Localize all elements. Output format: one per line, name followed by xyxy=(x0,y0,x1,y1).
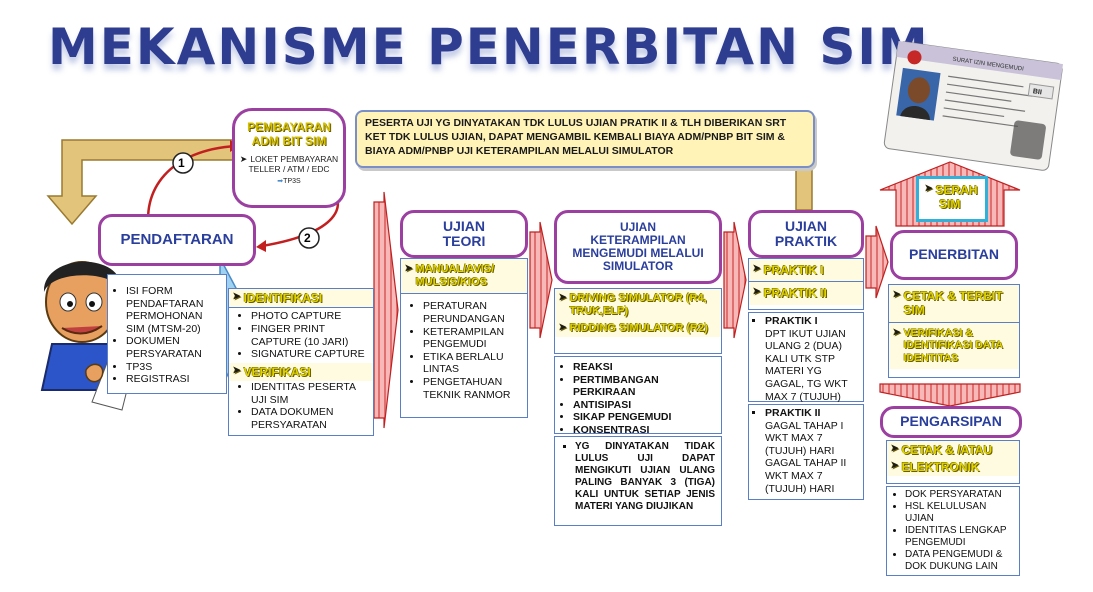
praktik-option-1: PRAKTIK I xyxy=(763,263,824,277)
list-item: PHOTO CAPTURE xyxy=(251,310,373,323)
penerbitan-title: PENERBITAN xyxy=(890,230,1018,280)
simulator-title-3: MENGEMUDI MELALUI xyxy=(572,246,704,260)
list-item: REAKSI xyxy=(573,361,717,374)
flow-arrow-4 xyxy=(865,225,889,299)
praktik-2-text: GAGAL TAHAP I WKT MAX 7 (TUJUH) HARI GAG… xyxy=(765,419,847,495)
teori-title-1: UJIAN xyxy=(442,217,485,234)
license-card-image: SURAT IZIN MENGEMUDI BII xyxy=(883,40,1063,171)
praktik-2-box: PRAKTIK II GAGAL TAHAP I WKT MAX 7 (TUJU… xyxy=(748,404,864,500)
payment-tag: TP3S xyxy=(283,177,301,185)
pengarsipan-title: PENGARSIPAN xyxy=(880,406,1022,438)
simulator-title-2: KETERAMPILAN xyxy=(590,232,686,247)
list-item: ANTISIPASI xyxy=(573,399,717,412)
serah-sim-box: ➤SERAH SIM xyxy=(916,176,988,222)
list-item: IDENTITAS LENGKAP PENGEMUDI xyxy=(905,525,1015,549)
teori-title-2: TEORI xyxy=(442,233,486,249)
page-title: MEKANISME PENERBITAN SIM xyxy=(48,18,930,76)
praktik-options: ➤PRAKTIK I ➤PRAKTIK II xyxy=(748,258,864,310)
simulator-note-text: YG DINYATAKAN TIDAK LULUS UJI DAPAT MENG… xyxy=(575,441,715,513)
step-label-1: 1 xyxy=(178,156,185,170)
praktik-1-head: PRAKTIK I xyxy=(765,315,859,328)
list-item: REGISTRASI xyxy=(126,373,222,386)
person-illustration xyxy=(40,261,135,411)
payment-title-2: ADM BIT SIM xyxy=(251,133,327,148)
praktik-title-1: UJIAN xyxy=(784,217,827,234)
flow-arrow-1 xyxy=(373,191,399,429)
simulator-title-4: SIMULATOR xyxy=(602,259,674,274)
list-item: DATA PENGEMUDI & DOK DUKUNG LAIN xyxy=(905,549,1015,573)
teori-box: ➤MANUAL/AVIS/ MULSIS/KIOS PERATURAN PERU… xyxy=(400,258,528,418)
simulator-items: REAKSI PERTIMBANGAN PERKIRAAN ANTISIPASI… xyxy=(554,356,722,437)
payment-title-1: PEMBAYARAN xyxy=(247,120,331,134)
list-item: SIGNATURE CAPTURE xyxy=(251,348,373,361)
list-item: PENGETAHUAN TEKNIK RANMOR xyxy=(423,376,527,401)
list-item: ISI FORM PENDAFTARAN PERMOHONAN SIM (MTS… xyxy=(126,285,222,335)
simulator-option-2: RIDDING SIMULATOR (R2) xyxy=(569,322,708,335)
teori-title: UJIAN TEORI xyxy=(400,210,528,258)
list-item: IDENTITAS PESERTA UJI SIM xyxy=(251,381,373,406)
flow-arrow-2 xyxy=(529,221,553,339)
penerbitan-options: ➤CETAK & TERBIT SIM ➤VERIFIKASI & IDENTI… xyxy=(888,284,1020,378)
failure-note-text: PESERTA UJI YG DINYATAKAN TDK LULUS UJIA… xyxy=(365,117,787,158)
pendaftaran-title: PENDAFTARAN xyxy=(98,214,256,266)
right-arrow-icon: ➡ xyxy=(277,177,284,185)
praktik-title-2: PRAKTIK xyxy=(774,233,838,249)
serah-line-2: SIM xyxy=(939,197,961,211)
penerbitan-option-1: CETAK & TERBIT SIM xyxy=(903,289,1003,318)
pengarsipan-options: ➤CETAK & /ATAU ➤ELEKTRONIK xyxy=(886,440,1020,484)
payment-detail: LOKET PEMBAYARAN TELLER / ATM / EDC xyxy=(248,153,339,175)
bullet-arrow-icon: ➤ xyxy=(239,153,248,164)
list-item: DOK PERSYARATAN xyxy=(905,489,1015,501)
verifikasi-heading: VERIFIKASI xyxy=(243,364,311,379)
list-item: PERATURAN PERUNDANGAN xyxy=(423,300,527,325)
identifikasi-box: ➤IDENTIFIKASI PHOTO CAPTURE FINGER PRINT… xyxy=(228,288,374,436)
serah-line-1: SERAH xyxy=(935,183,978,197)
list-item: ETIKA BERLALU LINTAS xyxy=(423,351,527,376)
pengarsipan-option-1: CETAK & /ATAU xyxy=(901,443,993,457)
penerbitan-option-2: VERIFIKASI & IDENTIFIKASI DATA IDENTITAS xyxy=(903,326,1003,364)
praktik-option-2: PRAKTIK II xyxy=(763,286,827,301)
pendaftaran-list: ISI FORM PENDAFTARAN PERMOHONAN SIM (MTS… xyxy=(107,274,227,394)
down-arrow xyxy=(879,383,1021,407)
simulator-title-1: UJIAN xyxy=(619,219,656,234)
praktik-title: UJIAN PRAKTIK xyxy=(748,210,864,258)
teori-option: MANUAL/AVIS/ MULSIS/KIOS xyxy=(415,263,495,289)
praktik-2-head: PRAKTIK II xyxy=(765,407,859,420)
license-code: BII xyxy=(1032,88,1042,96)
identifikasi-heading: IDENTIFIKASI xyxy=(243,291,323,305)
list-item: KONSENTRASI xyxy=(573,424,717,437)
payment-box: PEMBAYARAN ADM BIT SIM ➤LOKET PEMBAYARAN… xyxy=(232,108,346,208)
praktik-1-text: DPT IKUT UJIAN ULANG 2 (DUA) KALI UTK ST… xyxy=(765,327,848,403)
simulator-option-1: DRIVING SIMULATOR (R4, TRUK,ELP) xyxy=(569,292,707,318)
list-item: KETERAMPILAN PENGEMUDI xyxy=(423,326,527,351)
simulator-title: UJIAN KETERAMPILAN MENGEMUDI MELALUI SIM… xyxy=(554,210,722,284)
praktik-1-box: PRAKTIK I DPT IKUT UJIAN ULANG 2 (DUA) K… xyxy=(748,312,864,403)
list-item: PERTIMBANGAN PERKIRAAN xyxy=(573,374,717,399)
pengarsipan-list: DOK PERSYARATAN HSL KELULUSAN UJIAN IDEN… xyxy=(886,486,1020,576)
list-item: DATA DOKUMEN PERSYARATAN xyxy=(251,406,373,431)
failure-note: PESERTA UJI YG DINYATAKAN TDK LULUS UJIA… xyxy=(355,110,815,168)
list-item: DOKUMEN PERSYARATAN xyxy=(126,335,222,360)
list-item: SIKAP PENGEMUDI xyxy=(573,411,717,424)
pengarsipan-option-2: ELEKTRONIK xyxy=(901,460,980,475)
step-label-2: 2 xyxy=(304,231,311,245)
list-item: FINGER PRINT CAPTURE (10 JARI) xyxy=(251,323,373,348)
simulator-note: YG DINYATAKAN TIDAK LULUS UJI DAPAT MENG… xyxy=(554,436,722,526)
return-arrow xyxy=(46,139,237,226)
flow-arrow-3 xyxy=(723,221,747,339)
list-item: HSL KELULUSAN UJIAN xyxy=(905,501,1015,525)
list-item: TP3S xyxy=(126,361,222,374)
simulator-options: ➤DRIVING SIMULATOR (R4, TRUK,ELP) ➤RIDDI… xyxy=(554,288,722,354)
